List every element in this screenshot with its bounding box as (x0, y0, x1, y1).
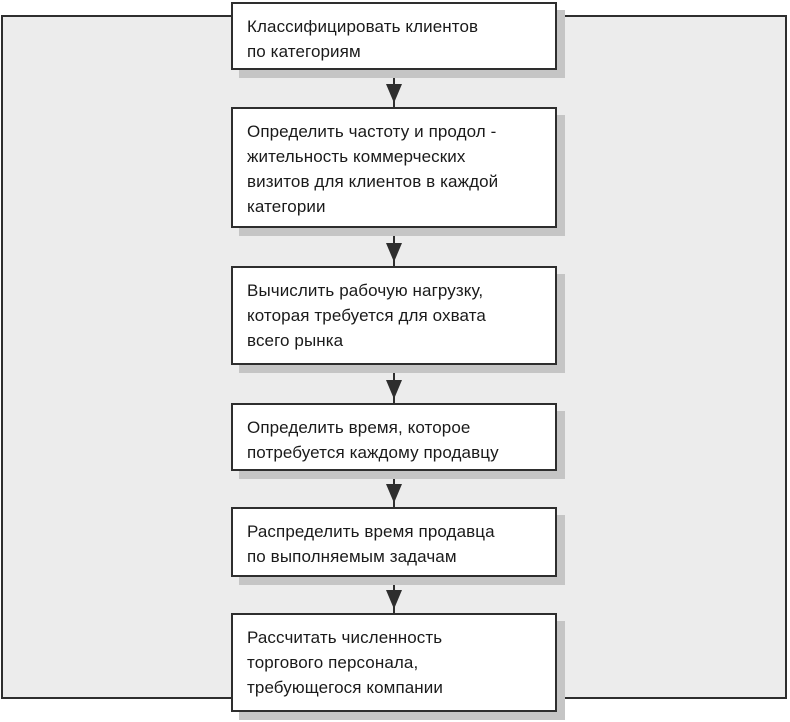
flow-step-1: Классифицировать клиентов по категориям (231, 2, 557, 70)
flow-step-3-text: Вычислить рабочую нагрузку, которая треб… (247, 281, 486, 350)
flow-arrow-2 (386, 228, 402, 266)
flow-step-6: Рассчитать численность торгового персона… (231, 613, 557, 712)
flow-step-5: Распределить время продавца по выполняем… (231, 507, 557, 577)
flow-step-5-text: Распределить время продавца по выполняем… (247, 522, 495, 566)
flow-arrow-5 (386, 577, 402, 613)
flow-arrow-1 (386, 70, 402, 107)
flow-step-6-text: Рассчитать численность торгового персона… (247, 628, 443, 697)
flow-step-4-text: Определить время, которое потребуется ка… (247, 418, 499, 462)
arrowhead-down-icon (386, 590, 402, 609)
arrowhead-down-icon (386, 484, 402, 503)
flow-step-4: Определить время, которое потребуется ка… (231, 403, 557, 471)
arrowhead-down-icon (386, 243, 402, 262)
flow-arrow-3 (386, 365, 402, 403)
flow-step-2-text: Определить частоту и продол - жительност… (247, 122, 499, 216)
arrowhead-down-icon (386, 84, 402, 103)
arrowhead-down-icon (386, 380, 402, 399)
flow-arrow-4 (386, 471, 402, 507)
flow-step-3: Вычислить рабочую нагрузку, которая треб… (231, 266, 557, 365)
flow-step-1-text: Классифицировать клиентов по категориям (247, 17, 479, 61)
flow-step-2: Определить частоту и продол - жительност… (231, 107, 557, 228)
